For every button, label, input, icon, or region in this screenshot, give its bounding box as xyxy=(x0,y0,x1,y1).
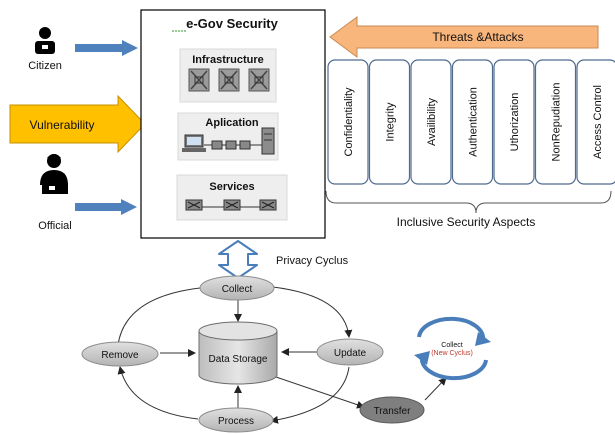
application-panel: Aplication xyxy=(177,112,279,161)
aspect-column: Access Control xyxy=(576,59,615,185)
aspect-column: Confidentiality xyxy=(327,59,369,185)
official-icon xyxy=(40,154,68,194)
security-aspects: Confidentiality Integrity Availibility Auth… xyxy=(327,59,615,185)
official-label: Official xyxy=(38,220,71,232)
citizen-label: Citizen xyxy=(28,60,62,72)
aspect-label: Uthorization xyxy=(509,93,521,152)
vulnerability-label: Vulnerability xyxy=(30,118,95,132)
vulnerability-arrow xyxy=(9,94,146,154)
aspect-label: Access Control xyxy=(592,85,604,159)
aspect-label: NonRepudiation xyxy=(551,83,563,162)
citizen-arrow xyxy=(75,40,138,56)
official-arrow xyxy=(75,199,137,215)
process-label: Process xyxy=(218,416,254,427)
aspect-label: Authentication xyxy=(468,87,480,157)
computer-icon xyxy=(182,134,206,152)
double-arrow xyxy=(218,240,258,279)
router-icon xyxy=(223,199,241,211)
cycle-arc-update-process xyxy=(270,366,350,424)
arrow-transfer-newcycle xyxy=(424,377,447,401)
new-cycle-line1: Collect xyxy=(441,342,462,349)
services-label: Services xyxy=(209,181,254,193)
remove-label: Remove xyxy=(101,350,139,361)
tower-server-icon xyxy=(261,127,275,155)
citizen-icon xyxy=(35,27,55,54)
server-icon xyxy=(248,68,270,92)
infrastructure-label: Infrastructure xyxy=(192,54,264,66)
update-label: Update xyxy=(334,348,367,359)
arrow-storage-transfer xyxy=(275,376,365,409)
aspect-label: Availibility xyxy=(426,97,438,146)
network-node-icon xyxy=(211,140,251,150)
aspect-label: Integrity xyxy=(385,102,397,142)
aspect-label: Confidentiality xyxy=(343,87,355,157)
services-panel: Services xyxy=(176,174,288,221)
cycle-arc-process-remove xyxy=(117,366,199,420)
threats-arrow xyxy=(329,16,599,58)
router-icon xyxy=(185,199,203,211)
router-icon xyxy=(259,199,277,211)
aspect-column: Authentication xyxy=(451,59,494,185)
collect-label: Collect xyxy=(222,284,253,295)
process-node: Process xyxy=(198,407,274,433)
privacy-cycle-title: Privacy Cyclus xyxy=(276,255,349,267)
update-node: Update xyxy=(316,338,384,366)
aspects-caption: Inclusive Security Aspects xyxy=(397,215,536,229)
cycle-arc-remove-collect xyxy=(117,283,208,346)
data-storage-cylinder: Data Storage xyxy=(198,321,278,385)
remove-node: Remove xyxy=(81,341,159,367)
aspect-column: Uthorization xyxy=(493,59,535,185)
cycle-arc-collect-update xyxy=(272,286,353,338)
infrastructure-panel: Infrastructure xyxy=(179,48,277,103)
aspect-column: Availibility xyxy=(410,59,452,185)
threats-label: Threats &Attacks xyxy=(432,30,523,44)
transfer-label: Transfer xyxy=(374,406,412,417)
application-label: Aplication xyxy=(205,117,258,129)
aspect-column: NonRepudiation xyxy=(534,59,577,185)
new-cycle-icon: Collect (New Cyclus) xyxy=(414,316,491,381)
egov-title: e-Gov Security xyxy=(186,16,279,31)
collect-node: Collect xyxy=(199,275,275,301)
aspect-column: Integrity xyxy=(368,59,411,185)
transfer-node: Transfer xyxy=(359,396,425,424)
aspects-brace xyxy=(325,190,612,214)
new-cycle-line2: (New Cyclus) xyxy=(431,350,473,357)
data-storage-label: Data Storage xyxy=(209,354,268,365)
server-icon xyxy=(188,68,210,92)
server-icon xyxy=(218,68,240,92)
